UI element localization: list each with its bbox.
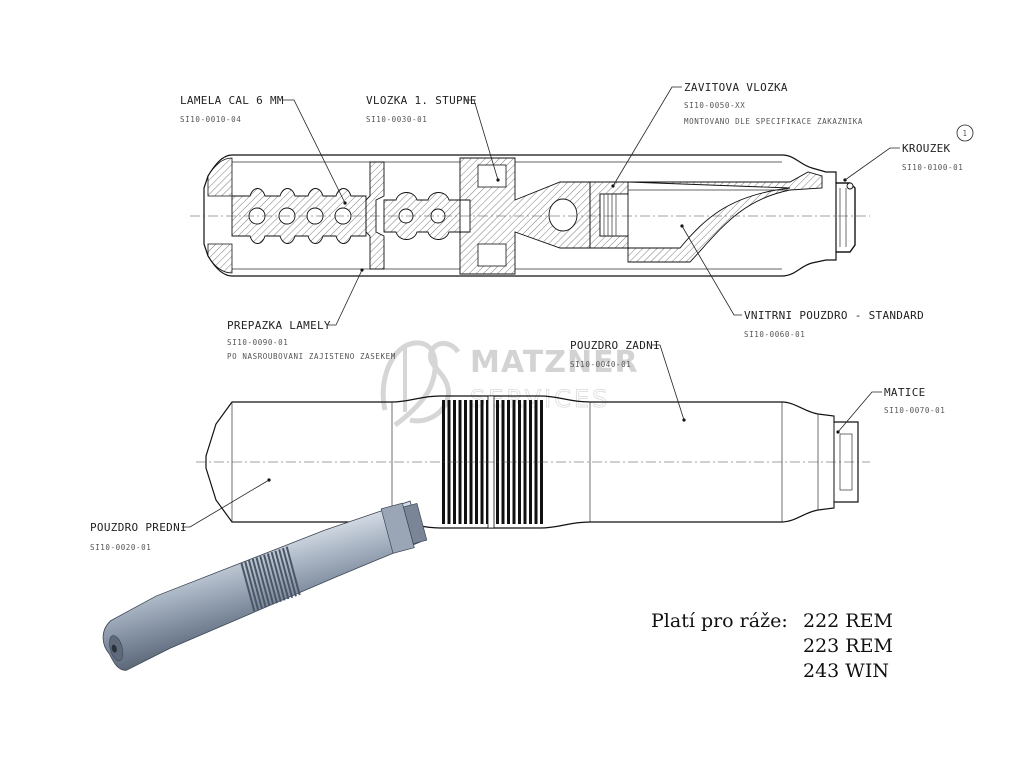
part-name: VLOZKA 1. STUPNE (366, 94, 477, 107)
part-name: LAMELA CAL 6 MM (180, 94, 284, 107)
render-knurl (240, 546, 301, 612)
part-code: SI10-0090-01 (227, 338, 288, 347)
part-name: PREPAZKA LAMELY (227, 319, 331, 332)
render-knurl-ridge (259, 555, 275, 605)
render-knurl-ridge (266, 553, 282, 602)
label-vnitrni: VNITRNI POUZDRO - STANDARD SI10-0060-01 (681, 225, 924, 339)
render-knurl-ridge (263, 554, 278, 604)
label-vlozka: VLOZKA 1. STUPNE SI10-0030-01 (366, 94, 499, 181)
label-pouzdro-predni: POUZDRO PREDNI SI10-0020-01 (90, 479, 270, 552)
part-code: SI10-0010-04 (180, 115, 241, 124)
part-code: SI10-0040-01 (570, 360, 631, 369)
label-pouzdro-zadni: POUZDRO ZADNI SI10-0040-01 (570, 339, 685, 421)
knurl-ridge (475, 400, 478, 524)
section-inner-wall-rear (515, 161, 782, 270)
render-knurl-ridge (278, 549, 294, 598)
part-code: SI10-0030-01 (366, 115, 427, 124)
render-knurl-ridge (240, 562, 256, 612)
baffle-separator (365, 161, 385, 270)
part-code: SI10-0060-01 (744, 330, 805, 339)
label-prepazka: PREPAZKA LAMELY SI10-0090-01 PO NASROUBO… (227, 269, 396, 361)
render-knurl-ridge (251, 558, 267, 608)
render-knurl-ridge (281, 547, 297, 597)
part-name: MATICE (884, 386, 926, 399)
part-code: SI10-0100-01 (902, 163, 963, 172)
part-name: ZAVITOVA VLOZKA (684, 81, 788, 94)
render-knurl-ridge (244, 561, 260, 611)
label-matice: MATICE SI10-0070-01 (837, 386, 945, 433)
part-name: KROUZEK (902, 142, 951, 155)
render-knurl-ridge (285, 546, 301, 596)
part-note: MONTOVANO DLE SPECIFIKACE ZAKAZNIKA (684, 117, 863, 126)
label-krouzek: KROUZEK SI10-0100-01 (844, 142, 963, 181)
silencer-3d-render (102, 500, 428, 671)
caliber-value: 223 REM (803, 635, 893, 657)
front-cone-section (207, 157, 233, 197)
part-code: SI10-0070-01 (884, 406, 945, 415)
caliber-title: Platí pro ráže: (651, 610, 788, 632)
watermark-brand: MATZNER (470, 345, 639, 380)
render-knurl-ridge (270, 551, 286, 601)
label-lamela: LAMELA CAL 6 MM SI10-0010-04 (180, 94, 346, 204)
knurl-ridge (512, 400, 516, 524)
knurl-ridge (464, 400, 467, 524)
part-code: SI10-0020-01 (90, 543, 151, 552)
render-knurl-ridge (247, 559, 263, 609)
render-knurl-ridge (274, 550, 290, 600)
part-note: PO NASROUBOVANI ZAJISTENO ZASEKEM (227, 352, 396, 361)
knurl-ridge (518, 400, 521, 524)
svg-text:1: 1 (962, 129, 967, 138)
part-name: POUZDRO ZADNI (570, 339, 660, 352)
knurl-ridge (480, 400, 484, 524)
caliber-block: Platí pro ráže: 222 REM 223 REM 243 WIN (651, 610, 893, 682)
render-knurl-ridge (255, 557, 271, 607)
inner-sleeve (627, 171, 823, 263)
exterior-view (196, 395, 870, 529)
part-name: VNITRNI POUZDRO - STANDARD (744, 309, 924, 322)
section-inner-wall (232, 161, 460, 270)
o-ring-krouzek (846, 182, 854, 190)
watermark: MATZNER SERVICES (380, 340, 639, 428)
part-code: SI10-0050-XX (684, 101, 745, 110)
label-zavitova: ZAVITOVA VLOZKA SI10-0050-XX MONTOVANO D… (612, 81, 863, 187)
revision-marker: 1 (956, 124, 974, 142)
knurl-ridge (534, 400, 538, 524)
knurl-ridge (458, 400, 462, 524)
section-view (190, 154, 870, 277)
knurl-ridge (529, 400, 532, 524)
caliber-value: 222 REM (803, 610, 893, 632)
caliber-value: 243 WIN (803, 660, 889, 682)
part-name: POUZDRO PREDNI (90, 521, 187, 534)
rear-nut-section (835, 182, 856, 253)
